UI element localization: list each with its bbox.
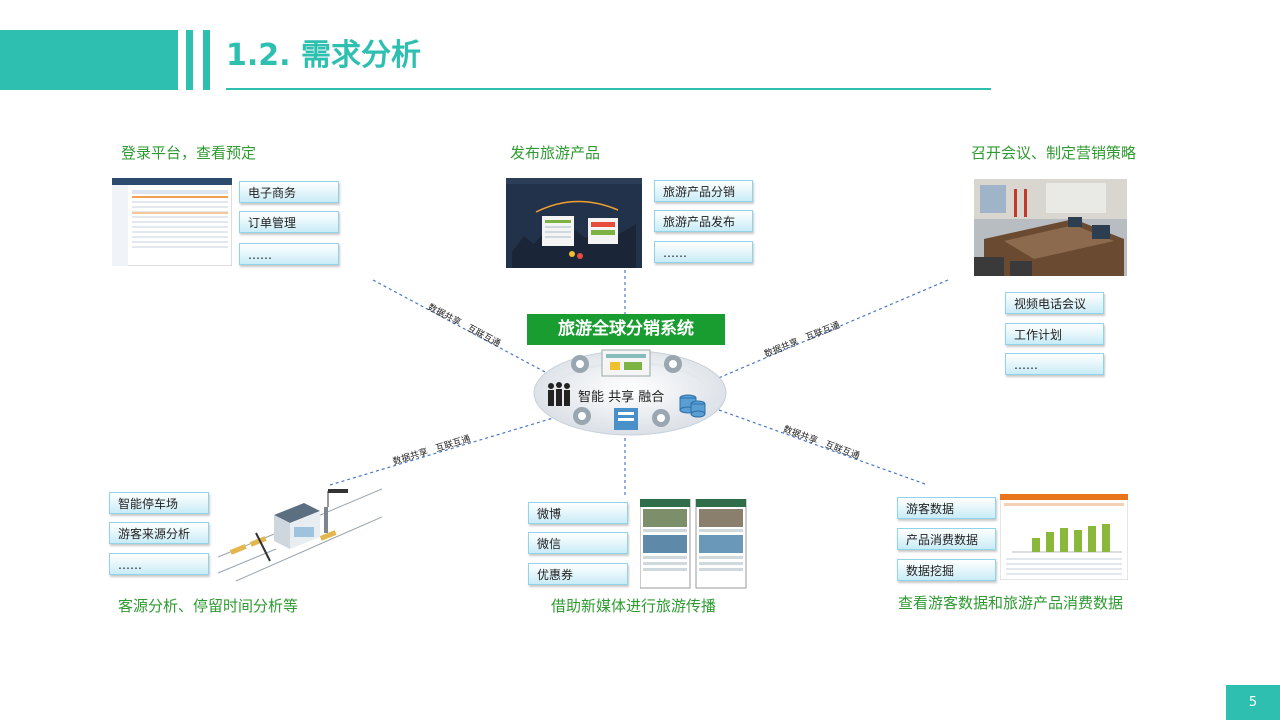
product-publish-screenshot: [506, 178, 642, 268]
tag-wechat: 微信: [528, 532, 628, 554]
connector-bottom-right: [704, 404, 926, 485]
header-stripe: [186, 30, 193, 90]
page-title: 1.2. 需求分析: [226, 38, 421, 73]
ecommerce-screenshot: [112, 178, 232, 266]
header-stripe: [203, 30, 210, 90]
consumption-chart-screenshot: [1000, 494, 1128, 580]
caption-top-left: 登录平台，查看预定: [121, 144, 257, 162]
caption-top-right: 召开会议、制定营销策略: [971, 144, 1137, 162]
title-underline: [226, 88, 991, 90]
mobile-screenshots: [640, 499, 747, 589]
tag-data-mining: 数据挖掘: [897, 559, 996, 581]
meeting-room-photo: [974, 179, 1127, 276]
connector-top-left: [372, 279, 561, 381]
tag-video-conference: 视频电话会议: [1005, 292, 1104, 314]
tag-work-plan: 工作计划: [1005, 323, 1104, 345]
header-accent-bar: [0, 30, 178, 90]
caption-bottom-left: 客源分析、停留时间分析等: [118, 597, 299, 615]
tag-order-management: 订单管理: [239, 211, 339, 233]
caption-bottom-right: 查看游客数据和旅游产品消费数据: [898, 594, 1124, 612]
caption-top-center: 发布旅游产品: [510, 144, 601, 162]
tag-smart-parking: 智能停车场: [109, 492, 209, 514]
tag-more: ……: [109, 553, 209, 575]
tag-more: ……: [1005, 353, 1104, 375]
tag-visitor-data: 游客数据: [897, 497, 996, 519]
caption-bottom-center: 借助新媒体进行旅游传播: [551, 597, 717, 615]
tag-visitor-source: 游客来源分析: [109, 522, 209, 544]
tag-product-distribution: 旅游产品分销: [654, 180, 753, 202]
tag-ecommerce: 电子商务: [239, 181, 339, 203]
tag-coupon: 优惠券: [528, 563, 628, 585]
hub-text: 智能 共享 融合: [578, 390, 665, 405]
page-number: 5: [1226, 685, 1280, 720]
hub-graphic: [533, 349, 727, 436]
connector-bottom-left: [329, 415, 561, 486]
system-title: 旅游全球分销系统: [527, 314, 725, 345]
tag-more: ……: [239, 243, 339, 265]
parking-illustration: [217, 488, 383, 582]
tag-weibo: 微博: [528, 502, 628, 524]
tag-product-publish: 旅游产品发布: [654, 210, 753, 232]
connector-top-right: [694, 279, 949, 389]
tag-consumption-data: 产品消费数据: [897, 528, 996, 550]
tag-more: ……: [654, 241, 753, 263]
